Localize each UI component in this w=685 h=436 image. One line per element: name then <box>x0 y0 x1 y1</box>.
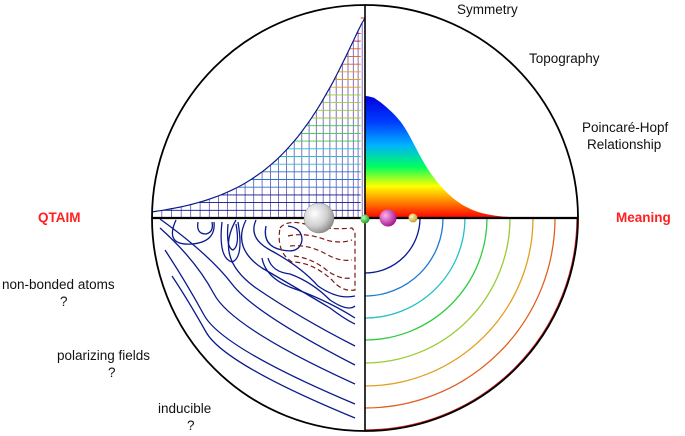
label-meaning: Meaning <box>616 210 671 225</box>
sphere-icon <box>379 209 397 227</box>
wireframe-envelope <box>151 17 366 213</box>
label-question-mark: ? <box>108 365 116 380</box>
contour-line <box>171 219 215 245</box>
contour-line <box>261 257 356 319</box>
label-poincare-hopf: Poincaré-Hopf <box>582 120 669 135</box>
contour-arc <box>364 217 488 341</box>
contour-line <box>267 257 356 309</box>
contour-arc <box>364 217 444 297</box>
contour-arc <box>364 217 466 319</box>
contour-line <box>264 225 303 252</box>
contour-line <box>227 219 356 347</box>
label-symmetry: Symmetry <box>457 2 518 17</box>
negative-contours <box>287 234 353 279</box>
contour-line <box>220 221 241 263</box>
wireframe-surface <box>151 17 366 218</box>
contour-line <box>159 218 356 366</box>
rainbow-surface <box>365 96 582 218</box>
contour-line <box>159 227 356 385</box>
contour-plot <box>159 218 356 419</box>
sphere-icon <box>408 213 418 223</box>
label-topography: Topography <box>529 51 600 66</box>
sphere-icon <box>303 202 335 234</box>
label-inducible: inducible <box>158 401 211 416</box>
contour-arc <box>364 217 534 387</box>
contour-line <box>197 221 214 235</box>
label-relationship: Relationship <box>587 137 661 152</box>
label-question-mark: ? <box>60 294 68 309</box>
contour-arc <box>364 217 421 274</box>
rainbow-contours <box>364 217 578 431</box>
label-polarizing-fields: polarizing fields <box>57 348 150 363</box>
contour-arc <box>364 217 578 431</box>
contour-line <box>226 223 239 251</box>
label-non-bonded-atoms: non-bonded atoms <box>2 277 115 292</box>
sphere-icon <box>360 214 370 224</box>
contour-arc <box>364 217 511 364</box>
contour-arc <box>364 217 556 409</box>
contour-line <box>164 249 356 405</box>
label-qtaim: QTAIM <box>38 210 81 225</box>
contour-line <box>171 275 356 419</box>
label-question-mark: ? <box>187 418 195 433</box>
contour-line <box>253 219 356 298</box>
contour-line <box>241 219 356 325</box>
